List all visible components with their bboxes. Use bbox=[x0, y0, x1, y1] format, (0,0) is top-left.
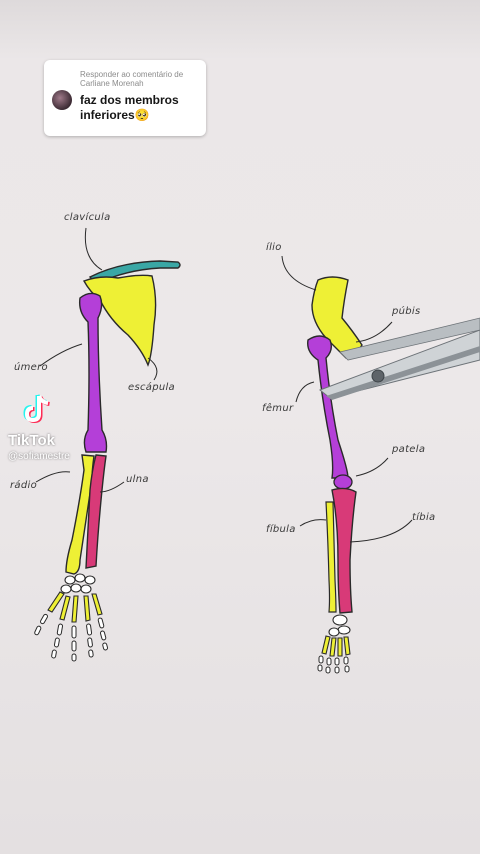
reply-comment-header: Responder ao comentário de Carliane More… bbox=[80, 70, 184, 88]
patella-bone bbox=[333, 474, 353, 490]
ulna-bone bbox=[85, 454, 107, 569]
tibia-bone bbox=[331, 487, 357, 614]
label-femur: fêmur bbox=[262, 403, 294, 414]
label-escapula: escápula bbox=[128, 382, 175, 393]
humerus-bone bbox=[78, 292, 108, 453]
metacarpal-bones bbox=[47, 591, 103, 623]
clavicle-bone bbox=[88, 260, 181, 285]
label-patela: patela bbox=[392, 444, 426, 455]
tiktok-logo-icon bbox=[23, 394, 50, 424]
pointer-lines bbox=[35, 227, 413, 543]
tarsal-bones bbox=[328, 614, 351, 637]
metatarsal-bones bbox=[321, 635, 351, 657]
femur-bone bbox=[307, 335, 349, 479]
label-clavicula: clavícula bbox=[64, 212, 111, 223]
pen-tool bbox=[319, 317, 480, 400]
foot-phalanx-bones bbox=[317, 655, 350, 674]
tiktok-handle-text: @sofiamestre bbox=[8, 451, 70, 462]
reply-comment-card[interactable]: Responder ao comentário de Carliane More… bbox=[44, 60, 206, 136]
fibula-bone bbox=[325, 501, 337, 613]
phalanx-bones bbox=[34, 613, 109, 662]
label-ilio: ílio bbox=[266, 242, 282, 253]
label-umero: úmero bbox=[14, 362, 48, 373]
label-radio: rádio bbox=[10, 480, 37, 491]
label-tibia: tíbia bbox=[412, 512, 436, 523]
commenter-avatar bbox=[52, 90, 72, 110]
label-fibula: fíbula bbox=[266, 524, 296, 535]
label-ulna: ulna bbox=[126, 474, 149, 485]
carpal-bones bbox=[60, 573, 96, 594]
reply-comment-text: faz dos membros inferiores🥺 bbox=[80, 93, 179, 122]
label-pubis: púbis bbox=[392, 306, 421, 317]
tiktok-brand-text: TikTok bbox=[8, 432, 55, 449]
